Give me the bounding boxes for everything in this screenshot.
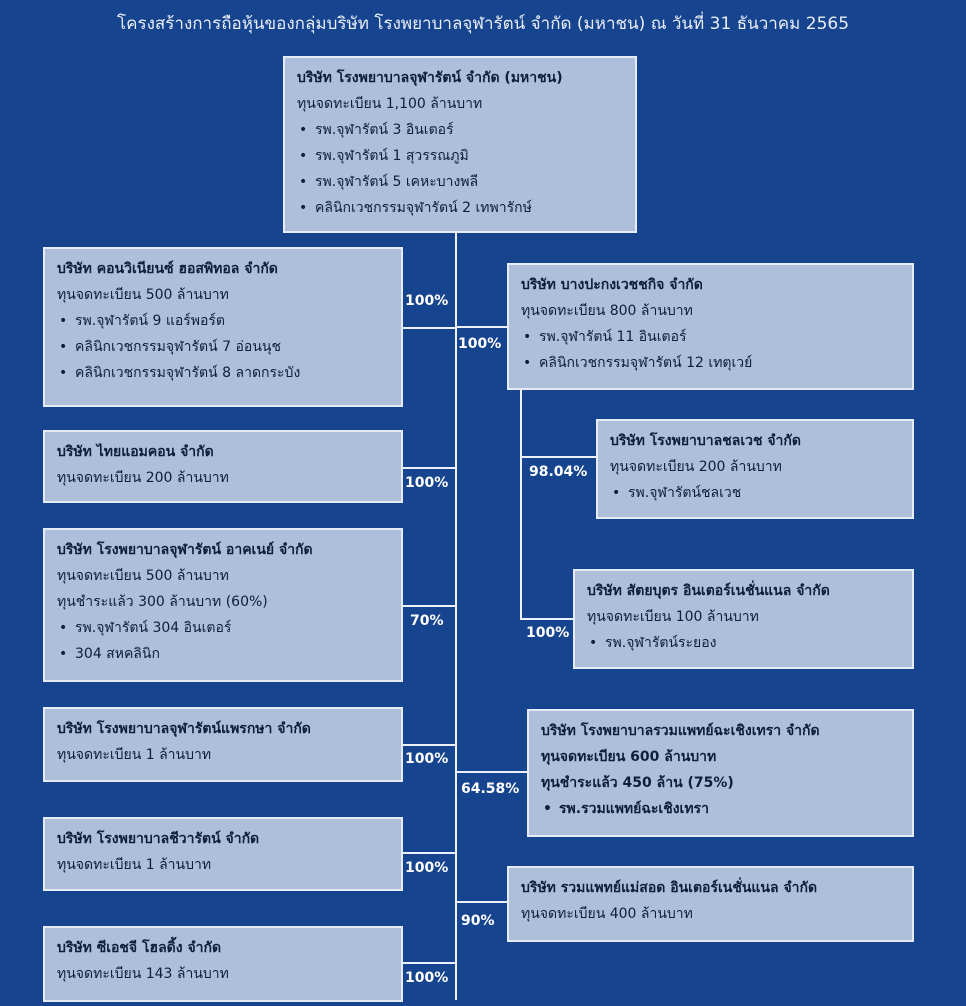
connector-sub-1	[520, 456, 596, 458]
company-name: บริษัท โรงพยาบาลชลเวช จำกัด	[610, 433, 801, 449]
company-name: บริษัท คอนวิเนียนซ์ ฮอสพิทอล จำกัด	[57, 261, 278, 277]
subsidiary-box-praeksa: บริษัท โรงพยาบาลจุฬารัตน์แพรกษา จำกัด ทุ…	[43, 707, 403, 782]
registered-capital: ทุนจดทะเบียน 1 ล้านบาท	[57, 747, 212, 763]
hospital-item: คลินิกเวชกรรมจุฬารัตน์ 12 เทตุเวย์	[521, 350, 900, 376]
subsidiary-box-ruamphaet-maesot: บริษัท รวมแพทย์แม่สอด อินเตอร์เนชั่นแนล …	[507, 866, 914, 942]
registered-capital: ทุนจดทะเบียน 200 ล้านบาท	[610, 459, 782, 475]
subsidiary-box-thaiamcon: บริษัท ไทยแอมคอน จำกัด ทุนจดทะเบียน 200 …	[43, 430, 403, 503]
ownership-percent: 100%	[405, 860, 449, 876]
hospital-item: รพ.รวมแพทย์ฉะเชิงเทรา	[541, 796, 900, 822]
ownership-percent: 70%	[410, 613, 444, 629]
hospital-item: คลินิกเวชกรรมจุฬารัตน์ 7 อ่อนนุช	[57, 334, 389, 360]
subsidiary-box-ruamphaet-chachoengsao: บริษัท โรงพยาบาลรวมแพทย์ฉะเชิงเทรา จำกัด…	[527, 709, 914, 837]
company-name: บริษัท บางปะกงเวชชกิจ จำกัด	[521, 277, 703, 293]
hospital-item: รพ.จุฬารัตน์ 1 สุวรรณภูมิ	[297, 143, 623, 169]
connector-left-3	[403, 605, 456, 607]
ownership-percent: 100%	[526, 625, 570, 641]
subsidiary-box-chg-holding: บริษัท ซีเอชจี โฮลดิ้ง จำกัด ทุนจดทะเบีย…	[43, 926, 403, 1002]
connector-left-5	[403, 852, 456, 854]
ownership-percent: 100%	[405, 293, 449, 309]
registered-capital: ทุนจดทะเบียน 200 ล้านบาท	[57, 470, 229, 486]
connector-left-6	[403, 962, 456, 964]
hospital-item: รพ.จุฬารัตน์ 304 อินเตอร์	[57, 615, 389, 641]
registered-capital: ทุนจดทะเบียน 400 ล้านบาท	[521, 906, 693, 922]
company-name: บริษัท โรงพยาบาลจุฬารัตน์แพรกษา จำกัด	[57, 721, 311, 737]
registered-capital: ทุนจดทะเบียน 100 ล้านบาท	[587, 609, 759, 625]
connector-left-2	[403, 467, 456, 469]
ownership-percent: 100%	[405, 970, 449, 986]
subsidiary-box-chonlavej: บริษัท โรงพยาบาลชลเวช จำกัด ทุนจดทะเบียน…	[596, 419, 914, 519]
subsidiary-box-akane: บริษัท โรงพยาบาลจุฬารัตน์ อาคเนย์ จำกัด …	[43, 528, 403, 682]
hospital-item: รพ.จุฬารัตน์ระยอง	[587, 630, 900, 656]
registered-capital: ทุนจดทะเบียน 600 ล้านบาท	[541, 749, 717, 765]
company-name: บริษัท โรงพยาบาลชีวารัตน์ จำกัด	[57, 831, 260, 847]
ownership-percent: 64.58%	[461, 781, 520, 797]
subsidiary-box-bangpakong: บริษัท บางปะกงเวชชกิจ จำกัด ทุนจดทะเบียน…	[507, 263, 914, 390]
hospital-item: รพ.จุฬารัตน์ชลเวช	[610, 480, 900, 506]
company-name: บริษัท รวมแพทย์แม่สอด อินเตอร์เนชั่นแนล …	[521, 880, 818, 896]
ownership-percent: 90%	[461, 913, 495, 929]
hospital-item: คลินิกเวชกรรมจุฬารัตน์ 2 เทพารักษ์	[297, 195, 623, 221]
registered-capital: ทุนจดทะเบียน 800 ล้านบาท	[521, 303, 693, 319]
company-name: บริษัท ซีเอชจี โฮลดิ้ง จำกัด	[57, 940, 222, 956]
subsidiary-box-sattayabut: บริษัท สัตยบุตร อินเตอร์เนชั่นแนล จำกัด …	[573, 569, 914, 669]
ownership-percent: 100%	[405, 751, 449, 767]
subsidiary-box-chivarat: บริษัท โรงพยาบาลชีวารัตน์ จำกัด ทุนจดทะเ…	[43, 817, 403, 891]
registered-capital: ทุนจดทะเบียน 500 ล้านบาท	[57, 287, 229, 303]
company-name: บริษัท โรงพยาบาลรวมแพทย์ฉะเชิงเทรา จำกัด	[541, 723, 820, 739]
company-name: บริษัท โรงพยาบาลจุฬารัตน์ อาคเนย์ จำกัด	[57, 542, 313, 558]
ownership-percent: 100%	[405, 475, 449, 491]
connector-left-1	[403, 327, 456, 329]
hospital-item: 304 สหคลินิก	[57, 641, 389, 667]
hospital-item: คลินิกเวชกรรมจุฬารัตน์ 8 ลาดกระบัง	[57, 360, 389, 386]
connector-right-4	[455, 771, 527, 773]
connector-sub-2	[520, 618, 573, 620]
connector-right-1	[455, 326, 507, 328]
connector-sub-trunk	[520, 390, 522, 620]
registered-capital: ทุนจดทะเบียน 500 ล้านบาท	[57, 568, 229, 584]
ownership-percent: 98.04%	[529, 464, 588, 480]
parent-company-box: บริษัท โรงพยาบาลจุฬารัตน์ จำกัด (มหาชน) …	[283, 56, 637, 233]
registered-capital: ทุนจดทะเบียน 1 ล้านบาท	[57, 857, 212, 873]
paid-up-capital: ทุนชำระแล้ว 450 ล้าน (75%)	[541, 775, 734, 791]
subsidiary-box-convenience: บริษัท คอนวิเนียนซ์ ฮอสพิทอล จำกัด ทุนจด…	[43, 247, 403, 407]
connector-right-5	[455, 901, 507, 903]
connector-trunk	[455, 232, 457, 1000]
chart-title: โครงสร้างการถือหุ้นของกลุ่มบริษัท โรงพยา…	[116, 14, 850, 34]
paid-up-capital: ทุนชำระแล้ว 300 ล้านบาท (60%)	[57, 594, 268, 610]
hospital-item: รพ.จุฬารัตน์ 5 เคหะบางพลี	[297, 169, 623, 195]
company-name: บริษัท ไทยแอมคอน จำกัด	[57, 444, 214, 460]
company-name: บริษัท โรงพยาบาลจุฬารัตน์ จำกัด (มหาชน)	[297, 70, 563, 86]
hospital-item: รพ.จุฬารัตน์ 11 อินเตอร์	[521, 324, 900, 350]
ownership-percent: 100%	[458, 336, 502, 352]
hospital-item: รพ.จุฬารัตน์ 9 แอร์พอร์ต	[57, 308, 389, 334]
registered-capital: ทุนจดทะเบียน 143 ล้านบาท	[57, 966, 229, 982]
registered-capital: ทุนจดทะเบียน 1,100 ล้านบาท	[297, 96, 483, 112]
hospital-item: รพ.จุฬารัตน์ 3 อินเตอร์	[297, 117, 623, 143]
connector-left-4	[403, 744, 456, 746]
company-name: บริษัท สัตยบุตร อินเตอร์เนชั่นแนล จำกัด	[587, 583, 830, 599]
